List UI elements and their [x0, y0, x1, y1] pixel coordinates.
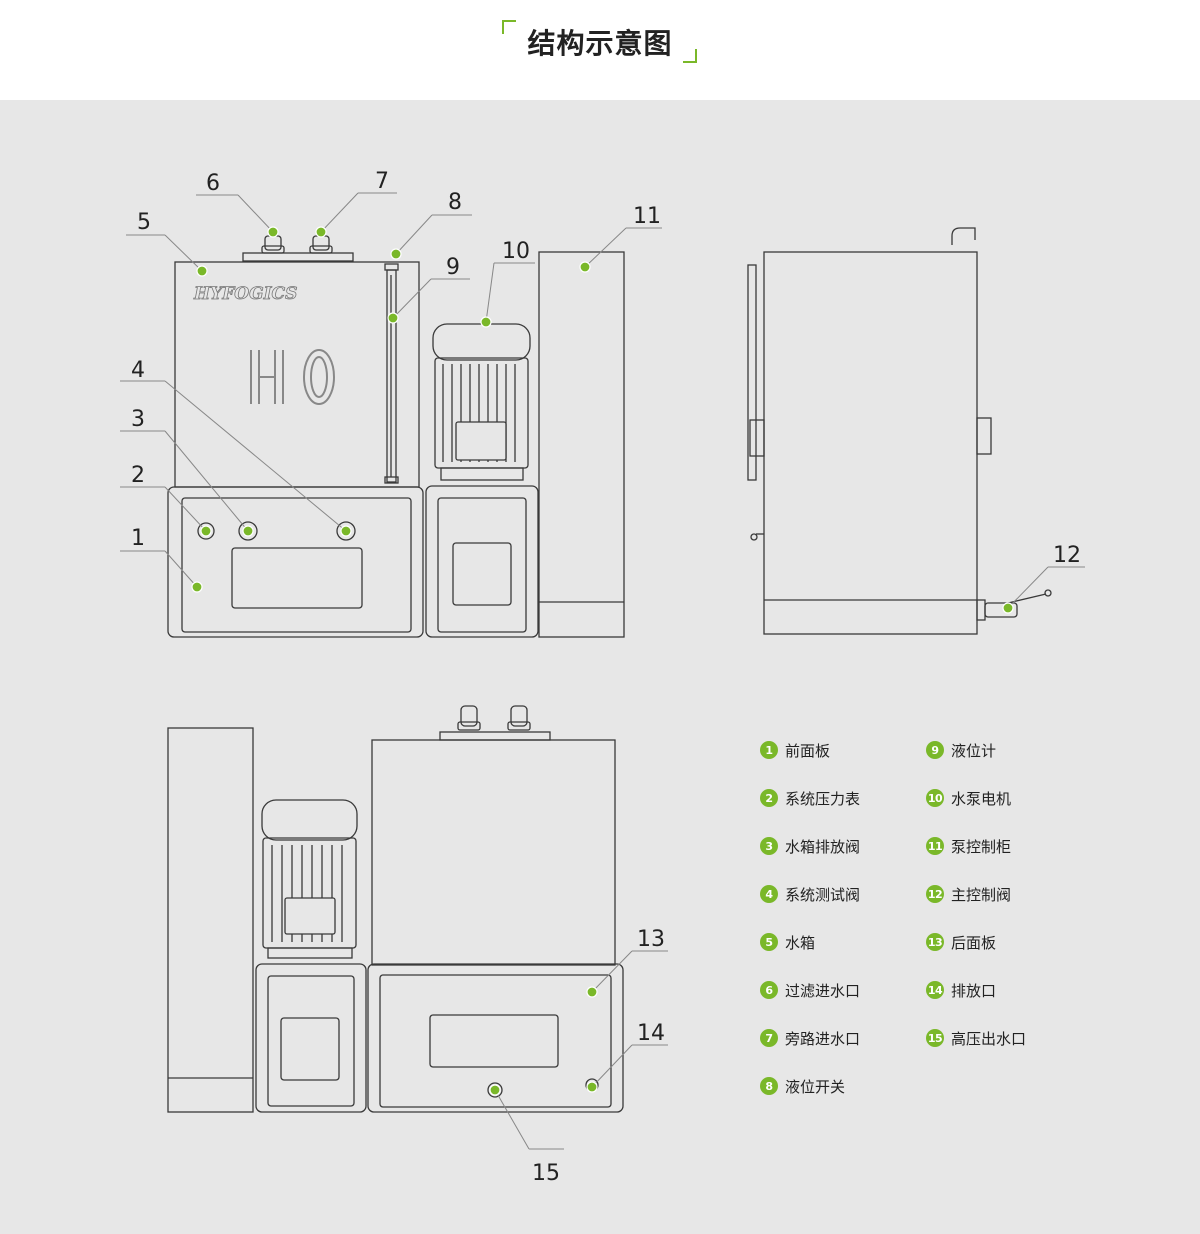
legend-number: 2: [760, 789, 778, 807]
rear-panel: [367, 963, 624, 1113]
callout-15: 15: [532, 1161, 560, 1186]
callout-11: 11: [633, 204, 661, 229]
header: 结构示意图: [0, 0, 1200, 100]
callout-3: 3: [131, 407, 145, 432]
legend-item: 15 高压出水口: [926, 1027, 1026, 1049]
legend-label: 系统测试阀: [785, 885, 861, 904]
legend-number: 3: [760, 837, 778, 855]
legend-item: 12 主控制阀: [926, 883, 1011, 905]
legend-label: 系统压力表: [785, 789, 861, 808]
legend-number: 13: [926, 933, 944, 951]
tank-top-plate: [242, 252, 354, 262]
legend-item: 13 后面板: [926, 931, 996, 953]
legend-label: 高压出水口: [951, 1029, 1027, 1048]
structure-diagram: HYFOGICS 1 2 3 4 5 6 7 8 9 10 11 12 13 1…: [120, 169, 1085, 1186]
page-title: 结构示意图: [527, 27, 673, 60]
legend-number: 8: [760, 1077, 778, 1095]
callout-10: 10: [502, 239, 530, 264]
callout-1: 1: [131, 526, 145, 551]
callout-2: 2: [131, 463, 145, 488]
callout-9: 9: [446, 255, 460, 280]
level-gauge: [384, 263, 399, 484]
markers: [191, 226, 1014, 1096]
rear-tank: [371, 739, 616, 966]
front-view: [167, 235, 625, 638]
main-control-valve: [976, 589, 1052, 621]
legend-label: 液位计: [951, 741, 997, 760]
legend-label: 排放口: [951, 981, 997, 1000]
legend-item: 14 排放口: [926, 979, 996, 1001]
legend-number: 4: [760, 885, 778, 903]
legend-number: 11: [926, 837, 944, 855]
legend-number: 12: [926, 885, 944, 903]
front-panel: [181, 497, 412, 633]
legend-item: 4 系统测试阀: [760, 883, 860, 905]
callout-4: 4: [131, 358, 145, 383]
legend-number: 7: [760, 1029, 778, 1047]
callout-12: 12: [1053, 543, 1081, 568]
pump-control-cabinet: [538, 251, 625, 638]
legend-label: 旁路进水口: [785, 1029, 861, 1048]
legend-label: 水泵电机: [951, 789, 1012, 808]
legend-number: 6: [760, 981, 778, 999]
title-bracket-left: [502, 20, 516, 34]
callout-5: 5: [137, 210, 151, 235]
pump-box: [425, 485, 539, 638]
callout-numbers: 1 2 3 4 5 6 7 8 9 10 11 12 13 14 15: [131, 169, 1081, 1186]
leader-lines: [120, 192, 1085, 1150]
side-view: [747, 227, 1052, 635]
legend-item: 10 水泵电机: [926, 787, 1011, 809]
bypass-inlet: [309, 235, 333, 254]
callout-13: 13: [637, 927, 665, 952]
legend-label: 水箱: [785, 933, 816, 952]
front-panel-window: [231, 547, 363, 609]
callout-7: 7: [375, 169, 389, 194]
legend-number: 1: [760, 741, 778, 759]
filter-inlet: [261, 235, 285, 254]
high-pressure-outlet-body: [487, 1082, 503, 1098]
h2o-mark: [250, 349, 335, 405]
pump-motor: [432, 323, 531, 481]
legend-item: 11 泵控制柜: [926, 835, 1011, 857]
legend-item: 3 水箱排放阀: [760, 835, 860, 857]
legend-number: 5: [760, 933, 778, 951]
diagram-area: HYFOGICS 1 2 3 4 5 6 7 8 9 10 11 12 13 1…: [0, 100, 1200, 1234]
rear-cabinet: [167, 727, 254, 1113]
legend-label: 后面板: [951, 933, 997, 952]
title-bracket-right: [683, 49, 697, 63]
legend-label: 主控制阀: [951, 885, 1012, 904]
legend-item: 2 系统压力表: [760, 787, 860, 809]
legend-label: 泵控制柜: [951, 837, 1012, 856]
pressure-gauge-body: [197, 522, 215, 540]
legend-item: 1 前面板: [760, 739, 830, 761]
legend-label: 前面板: [785, 741, 831, 760]
legend-item: 8 液位开关: [760, 1075, 845, 1097]
side-level-gauge: [747, 264, 757, 481]
legend-label: 液位开关: [785, 1077, 846, 1096]
callout-14: 14: [637, 1021, 665, 1046]
legend-number: 15: [926, 1029, 944, 1047]
legend-label: 过滤进水口: [785, 981, 861, 1000]
side-body: [763, 251, 978, 635]
legend-item: 9 液位计: [926, 739, 996, 761]
legend-item: 6 过滤进水口: [760, 979, 860, 1001]
callout-8: 8: [448, 190, 462, 215]
legend-number: 9: [926, 741, 944, 759]
front-panel-base: [167, 486, 424, 638]
legend-number: 14: [926, 981, 944, 999]
legend-number: 10: [926, 789, 944, 807]
brand-logo: HYFOGICS: [193, 284, 297, 304]
legend-item: 5 水箱: [760, 931, 815, 953]
rear-view: [167, 705, 624, 1113]
legend-item: 7 旁路进水口: [760, 1027, 860, 1049]
callout-6: 6: [206, 171, 220, 196]
legend-label: 水箱排放阀: [785, 837, 861, 856]
